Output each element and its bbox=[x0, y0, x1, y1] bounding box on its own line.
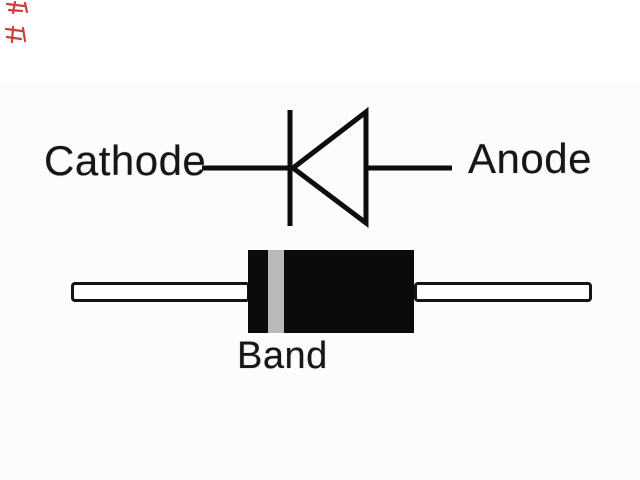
diode-package-body bbox=[248, 250, 414, 333]
red-mark-bottom bbox=[4, 25, 27, 44]
cathode-band-stripe bbox=[268, 250, 284, 333]
band-label: Band bbox=[237, 335, 328, 377]
cathode-label: Cathode bbox=[44, 137, 207, 184]
red-mark-top bbox=[5, 0, 29, 15]
cathode-lead-wire bbox=[71, 282, 250, 302]
anode-lead-wire bbox=[414, 282, 592, 302]
diode-triangle bbox=[288, 106, 369, 229]
anode-label: Anode bbox=[468, 135, 592, 182]
